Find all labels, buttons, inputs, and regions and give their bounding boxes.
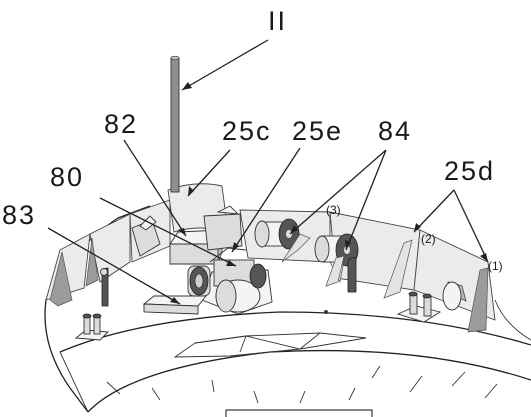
leader-lines (47, 39, 489, 305)
label-82: 82 (104, 109, 138, 139)
mast-ii (170, 55, 180, 193)
bollard-left (74, 313, 109, 341)
label-83: 83 (2, 200, 36, 230)
deck-markings (106, 310, 498, 404)
label-position-3: (3) (326, 203, 341, 217)
bollard-right (396, 281, 462, 323)
label-mast-ii: II (268, 6, 287, 36)
label-25d: 25d (444, 156, 495, 186)
label-25c: 25c (222, 116, 272, 146)
bottom-frame (225, 409, 373, 417)
wall-cabinet-left (131, 215, 161, 257)
winch-80 (187, 247, 273, 315)
wall-cabinet-right (203, 205, 243, 251)
labels: II 82 25c 25e 84 80 83 25d (3) (2) (1) (2, 6, 503, 273)
label-position-1: (1) (488, 259, 503, 273)
reel-84-upper (254, 218, 311, 263)
hook-post (100, 267, 109, 307)
reel-84-lower (314, 233, 359, 293)
label-80: 80 (50, 162, 84, 192)
leader-arrowheads (170, 82, 488, 304)
label-84: 84 (378, 116, 412, 146)
label-25e: 25e (292, 116, 343, 146)
label-position-2: (2) (421, 232, 436, 246)
